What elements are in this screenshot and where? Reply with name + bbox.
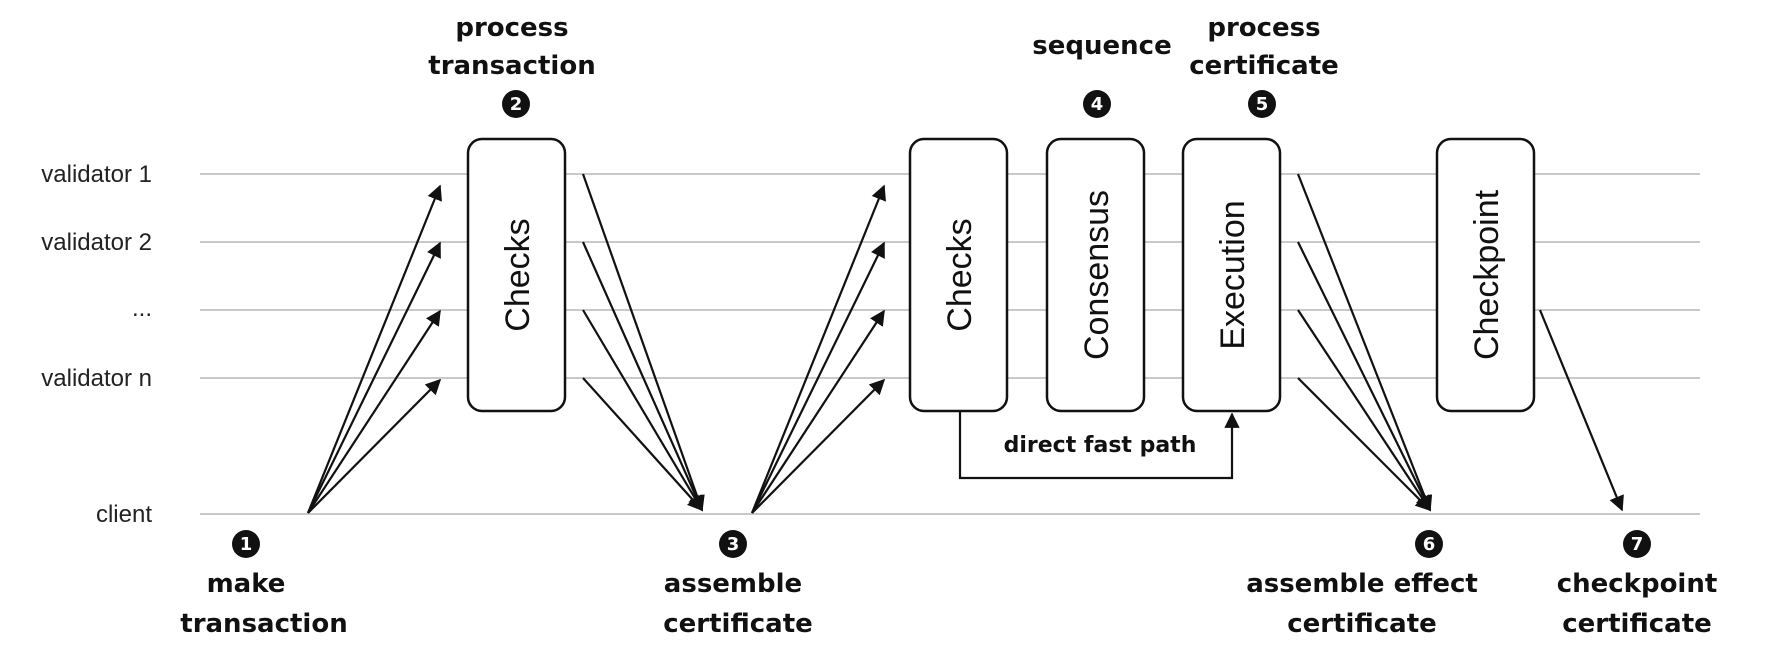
step-7-badge [1623,530,1651,558]
step-2-number: 2 [510,94,523,115]
arrows-to-assemble-certificate [581,173,705,512]
step-1-label-line2: transaction [180,609,347,639]
arrows-to-effect-certificate [1296,173,1433,512]
step-1-badge [232,530,260,558]
step-4: sequence 4 [1032,31,1172,118]
step-7: 7 checkpoint certificate [1557,530,1718,639]
box-execution: Execution [1181,137,1282,413]
step-5-badge [1248,90,1276,118]
step-7-number: 7 [1631,534,1644,555]
step-7-label-line1: checkpoint [1557,569,1718,599]
step-6-label-line1: assemble effect [1246,569,1478,599]
step-5-number: 5 [1256,94,1269,115]
box-checks-1-label: Checks [499,218,537,331]
step-5-label-line1: process [1207,13,1320,43]
step-3-number: 3 [727,534,740,555]
step-3-badge [719,530,747,558]
box-checkpoint: Checkpoint [1435,137,1536,413]
step-5: process certificate 5 [1189,13,1339,118]
step-1: 1 make transaction [180,530,348,639]
lane-label-dots: ... [132,295,152,322]
step-3-label-line2: certificate [663,609,813,639]
lane-label-client: client [96,501,152,528]
step-6-badge [1415,530,1443,558]
step-6-label-line2: certificate [1287,609,1437,639]
step-1-number: 1 [240,534,253,555]
step-4-label-line1: sequence [1032,31,1171,61]
step-3: 3 assemble certificate [663,530,813,639]
step-3-label-line1: assemble [664,569,802,599]
step-4-number: 4 [1091,94,1104,115]
box-checkpoint-label: Checkpoint [1468,189,1506,360]
arrows-make-transaction [306,184,442,514]
direct-fast-path: direct fast path [958,411,1240,480]
lane-label-validator-n: validator n [41,365,152,392]
arrows-submit-certificate [750,184,886,514]
box-checks-2: Checks [908,137,1009,413]
arrow-checkpoint-certificate [1538,309,1624,512]
box-execution-label: Execution [1214,200,1252,349]
box-checks-2-label: Checks [941,218,979,331]
direct-fast-path-label: direct fast path [1004,433,1197,458]
lane-label-validator-1: validator 1 [41,161,152,188]
box-checks-1: Checks [466,137,567,413]
step-7-label-line2: certificate [1562,609,1712,639]
step-2-badge [502,90,530,118]
step-6-number: 6 [1423,534,1436,555]
step-5-label-line2: certificate [1189,51,1339,81]
step-2-label-line1: process [455,13,568,43]
step-1-label-line1: make [207,569,286,599]
step-2: process transaction 2 [428,13,596,118]
box-consensus: Consensus [1045,137,1146,413]
lane-label-validator-2: validator 2 [41,229,152,256]
step-2-label-line2: transaction [428,51,595,81]
step-6: 6 assemble effect certificate [1246,530,1478,639]
box-consensus-label: Consensus [1078,190,1116,360]
step-4-badge [1083,90,1111,118]
